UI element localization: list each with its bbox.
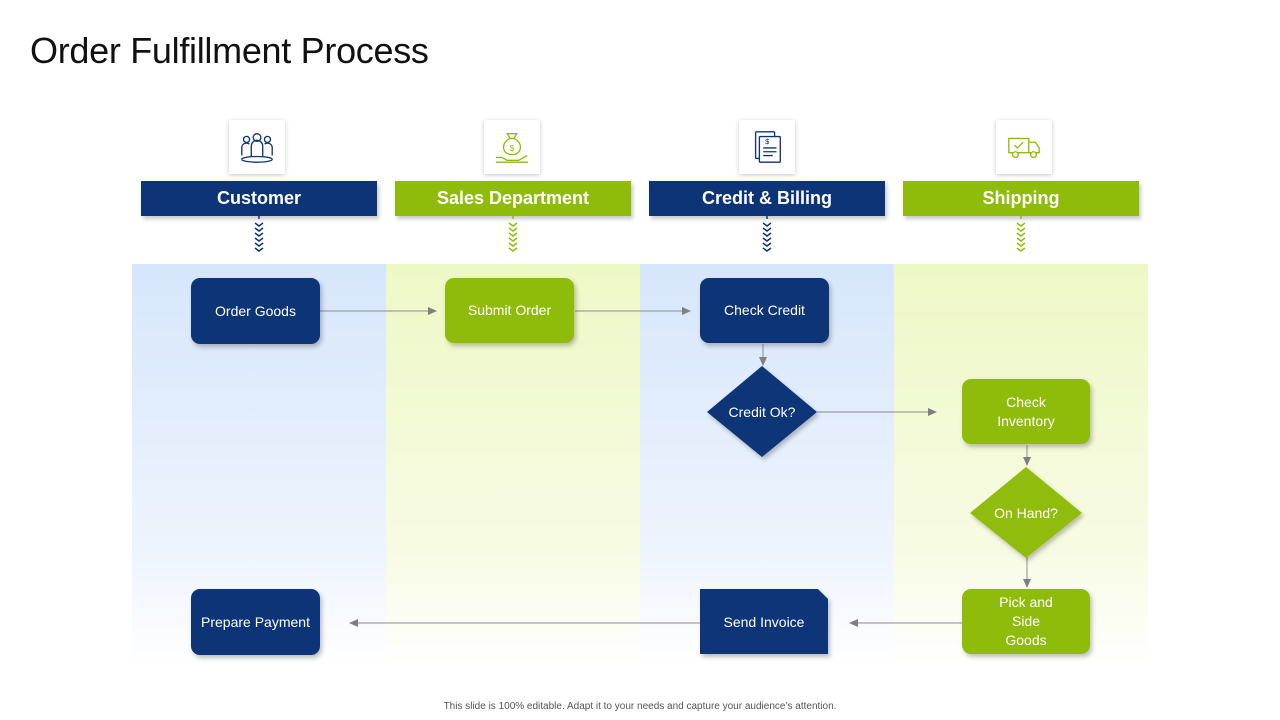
sales-icon-box: $ bbox=[484, 120, 540, 174]
node-check-inventory: Check Inventory bbox=[962, 379, 1090, 444]
shipping-icon-box bbox=[996, 120, 1052, 174]
page-title: Order Fulfillment Process bbox=[30, 30, 429, 71]
node-send-invoice: Send Invoice bbox=[723, 613, 805, 630]
node-credit-ok-label: Credit Ok? bbox=[728, 404, 796, 420]
lane-header-sales-department: Sales Department bbox=[395, 181, 631, 216]
invoice-document-icon: $ bbox=[754, 131, 781, 163]
billing-icon-box: $ bbox=[739, 120, 795, 174]
node-check-credit: Check Credit bbox=[700, 278, 829, 343]
svg-text:$: $ bbox=[765, 137, 770, 146]
footer-note: This slide is 100% editable. Adapt it to… bbox=[443, 701, 837, 712]
chevron-down-icon bbox=[508, 215, 518, 252]
svg-text:$: $ bbox=[510, 143, 515, 153]
delivery-truck-icon bbox=[1008, 137, 1040, 159]
node-prepare-payment: Prepare Payment bbox=[191, 589, 320, 655]
chevron-down-icon bbox=[1016, 215, 1026, 252]
customer-icon-box bbox=[229, 120, 285, 174]
people-icon bbox=[241, 133, 273, 163]
node-pick-and-side-goods: Pick and Side Goods bbox=[962, 589, 1090, 654]
money-bag-hand-icon: $ bbox=[495, 133, 529, 163]
node-order-goods: Order Goods bbox=[191, 278, 320, 344]
chevron-down-icon bbox=[254, 215, 264, 252]
lane-header-shipping: Shipping bbox=[903, 181, 1139, 216]
chevron-down-icon bbox=[762, 215, 772, 252]
node-send-invoice-shape bbox=[700, 589, 828, 654]
lane-header-credit-billing: Credit & Billing bbox=[649, 181, 885, 216]
node-submit-order: Submit Order bbox=[445, 278, 574, 343]
lane-header-customer: Customer bbox=[141, 181, 377, 216]
node-on-hand-label: On Hand? bbox=[994, 505, 1058, 521]
